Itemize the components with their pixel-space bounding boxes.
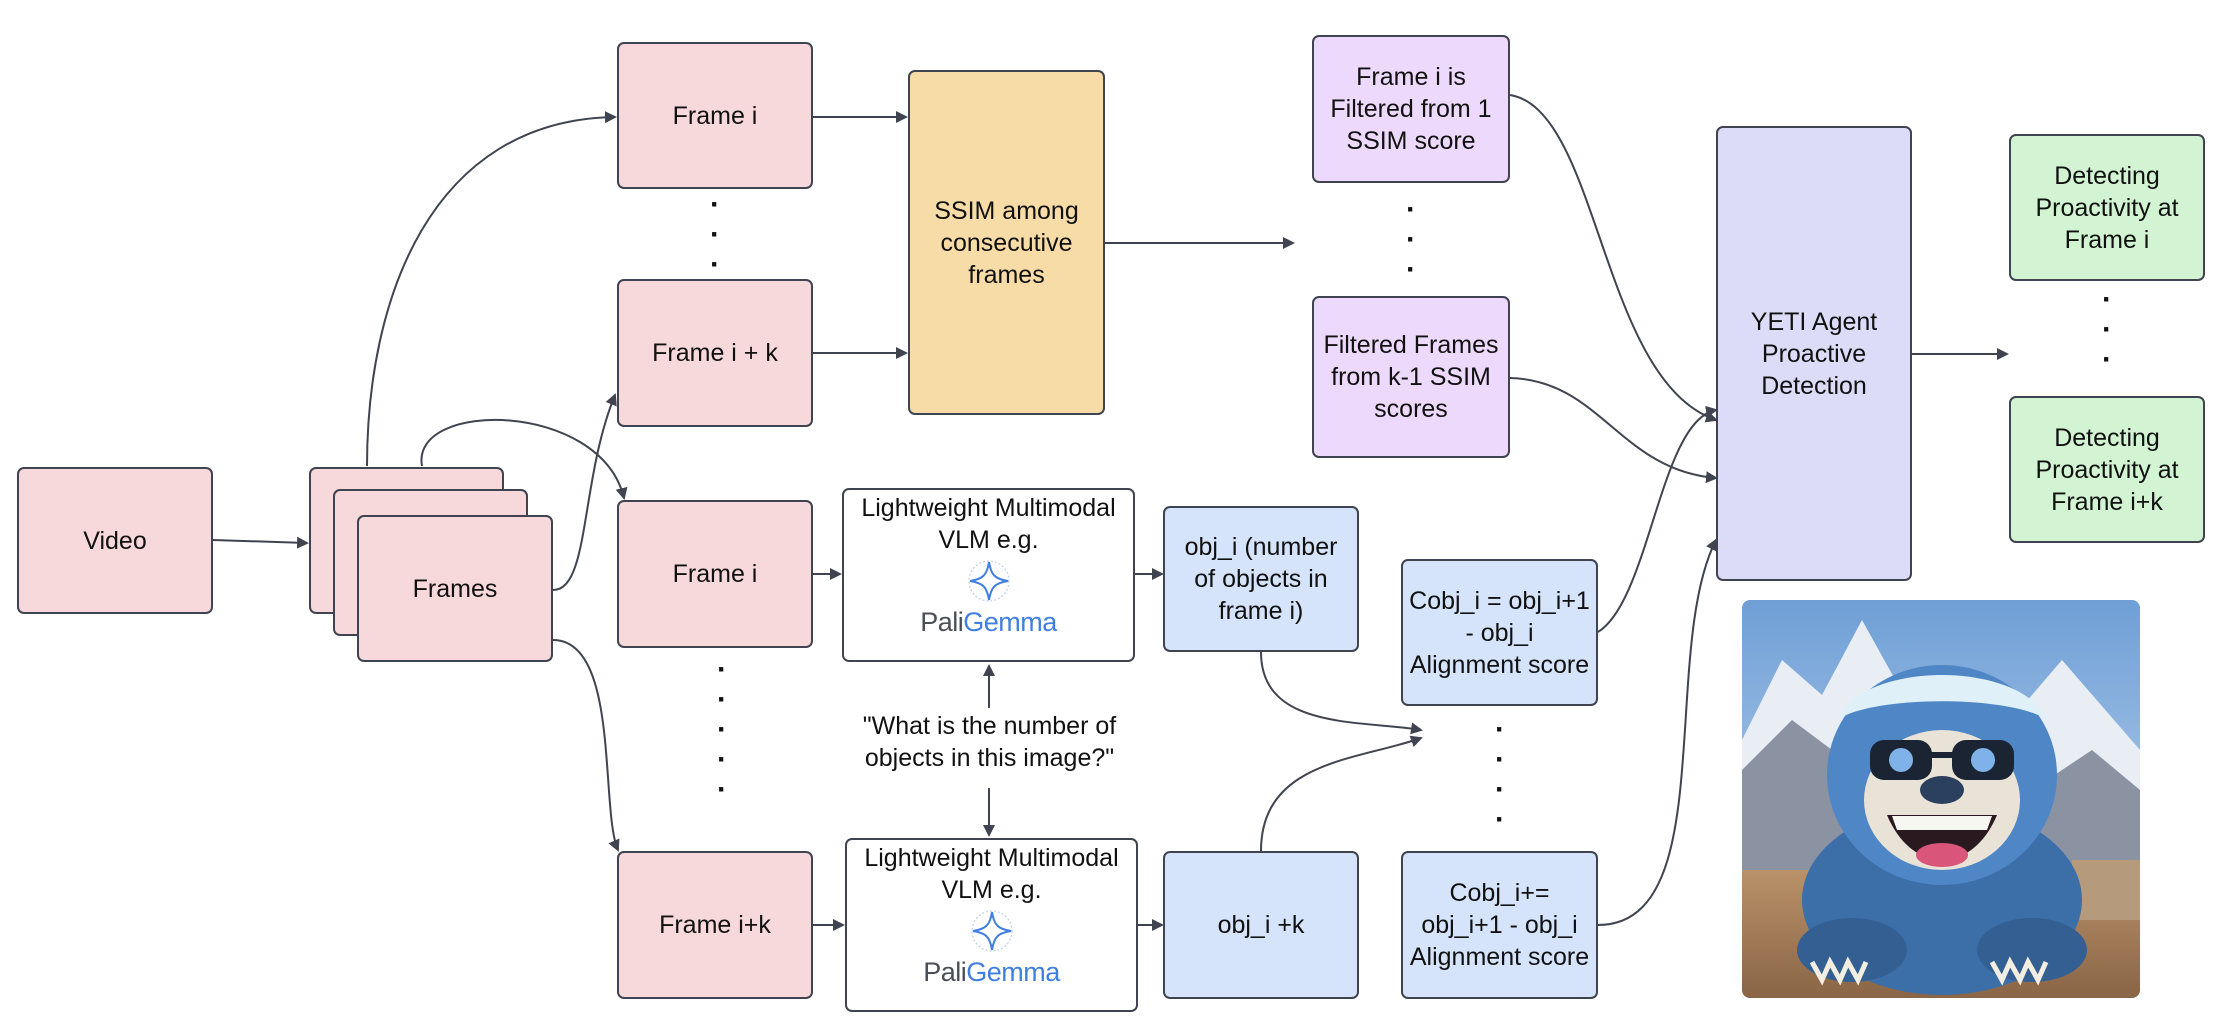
cobj-i-node: Cobj_i = obj_i+1 - obj_i Alignment score	[1401, 559, 1598, 706]
bottom-frames-ellipsis: ·····	[717, 653, 727, 806]
detection-ellipsis: ···	[2102, 283, 2112, 376]
filtered-frames-k-node: Filtered Frames from k-1 SSIM scores	[1312, 296, 1510, 458]
gemma-sparkle-icon	[967, 560, 1010, 602]
arrow-filtered-i-to-yeti	[1509, 94, 1718, 423]
vlm-top-node: Lightweight Multimodal VLM e.g. PaliGemm…	[842, 488, 1135, 662]
arrow-cobj-i-to-yeti	[1597, 405, 1718, 633]
arrow-frames-to-top-frame-i	[366, 111, 617, 467]
yeti-agent-label: YETI Agent Proactive Detection	[1750, 307, 1878, 400]
arrow-video-to-frames	[212, 536, 309, 549]
vlm-bottom-label: Lightweight Multimodal VLM e.g.	[864, 844, 1119, 904]
yeti-agent-node: YETI Agent Proactive Detection	[1716, 126, 1912, 581]
gemma-sparkle-icon	[970, 910, 1013, 952]
ssim-label: SSIM among consecutive frames	[934, 196, 1079, 289]
arrow-frames-to-bottom-frame-i	[420, 419, 628, 500]
filtered-frames-k-label: Filtered Frames from k-1 SSIM scores	[1323, 331, 1499, 423]
bottom-frame-ik-label: Frame i+k	[659, 911, 771, 939]
cobj-i-label: Cobj_i = obj_i+1 - obj_i Alignment score	[1409, 586, 1590, 679]
arrow-obj-i-to-cobj	[1260, 651, 1423, 735]
frames-stack-front-card: Frames	[357, 515, 553, 662]
arrow-cobj-ik-to-yeti	[1597, 538, 1717, 926]
paligemma-logo-top: PaliGemma	[920, 607, 1057, 637]
yeti-mascot-illustration	[1742, 600, 2140, 998]
video-label: Video	[83, 526, 147, 555]
detect-frame-ik-node: Detecting Proactivity at Frame i+k	[2009, 396, 2205, 543]
obj-ik-node: obj_i +k	[1163, 851, 1359, 999]
cobj-ik-label: Cobj_i+= obj_i+1 - obj_i Alignment score	[1409, 879, 1590, 971]
arrow-frames-to-bottom-frame-ik	[552, 639, 620, 852]
vlm-top-label: Lightweight Multimodal VLM e.g.	[861, 494, 1116, 554]
ssim-node: SSIM among consecutive frames	[908, 70, 1105, 415]
filtered-ellipsis: ···	[1406, 193, 1416, 286]
obj-i-node: obj_i (number of objects in frame i)	[1163, 506, 1359, 652]
obj-i-label: obj_i (number of objects in frame i)	[1184, 533, 1338, 625]
detect-frame-i-node: Detecting Proactivity at Frame i	[2009, 134, 2205, 281]
top-frame-ik-label: Frame i + k	[652, 339, 778, 367]
arrow-obj-ik-to-cobj	[1260, 735, 1423, 852]
top-frame-ik-node: Frame i + k	[617, 279, 813, 427]
bottom-frame-ik-node: Frame i+k	[617, 851, 813, 999]
cobj-ellipsis: ····	[1495, 713, 1505, 836]
frames-label: Frames	[412, 574, 498, 603]
top-frame-i-node: Frame i	[617, 42, 813, 189]
paligemma-logo-bottom: PaliGemma	[923, 957, 1060, 987]
vlm-question-text: "What is the number of objects in this i…	[862, 712, 1117, 772]
filtered-frame-i-label: Frame i is Filtered from 1 SSIM score	[1330, 63, 1492, 155]
video-node: Video	[17, 467, 213, 614]
bottom-frame-i-node: Frame i	[617, 500, 813, 648]
arrow-filtered-k-to-yeti	[1509, 377, 1718, 484]
obj-ik-label: obj_i +k	[1217, 911, 1305, 939]
bottom-frame-i-label: Frame i	[672, 560, 758, 588]
cobj-ik-node: Cobj_i+= obj_i+1 - obj_i Alignment score	[1401, 851, 1598, 999]
vlm-question-prompt: "What is the number of objects in this i…	[842, 710, 1137, 774]
detect-frame-ik-label: Detecting Proactivity at Frame i+k	[2035, 423, 2179, 516]
vlm-bottom-node: Lightweight Multimodal VLM e.g. PaliGemm…	[845, 838, 1138, 1012]
filtered-frame-i-node: Frame i is Filtered from 1 SSIM score	[1312, 35, 1510, 183]
detect-frame-i-label: Detecting Proactivity at Frame i	[2035, 161, 2179, 254]
top-frames-ellipsis: ···	[710, 188, 720, 281]
arrow-frames-to-top-frame-ik	[552, 393, 617, 591]
top-frame-i-label: Frame i	[672, 101, 758, 130]
